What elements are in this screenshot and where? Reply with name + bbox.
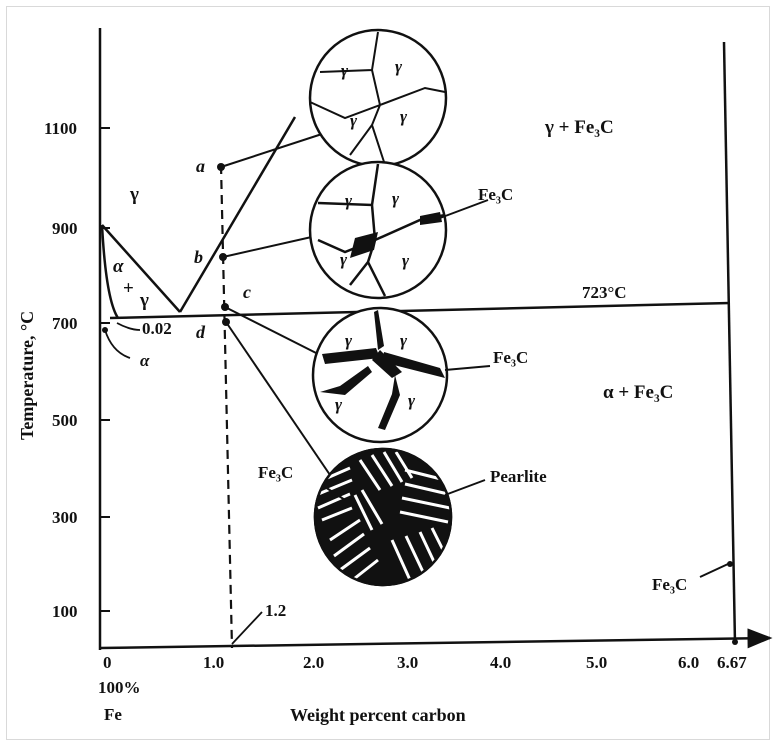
- y-ticks: [100, 127, 110, 612]
- x-axis: [99, 628, 773, 650]
- leader-c: [224, 306, 327, 359]
- gamma-boundary-left: [101, 224, 181, 313]
- fe3c-label-1: Fe₃C: [478, 185, 513, 204]
- region-alpha-gamma-a: α: [113, 256, 124, 277]
- svg-text:γ: γ: [335, 395, 343, 414]
- svg-text:γ: γ: [400, 331, 408, 350]
- eutectoid-comp-leader: [116, 322, 141, 331]
- composition-dashed-line: [219, 164, 234, 649]
- y-tick-1100: 1100: [44, 119, 77, 138]
- x-tick-0: 0: [103, 653, 112, 672]
- point-c: c: [243, 282, 251, 302]
- composition-label: 1.2: [265, 601, 286, 620]
- leader-d: [225, 321, 346, 498]
- svg-text:γ: γ: [345, 191, 353, 210]
- x-tick-5: 5.0: [586, 653, 607, 672]
- fe3c-axis-point: [732, 639, 738, 645]
- comp-leader: [231, 611, 263, 645]
- y-tick-900: 900: [52, 219, 78, 238]
- region-alpha-gamma-g: γ: [139, 290, 149, 311]
- eutectoid-line: [109, 301, 731, 320]
- acm-line: [178, 116, 297, 313]
- fe3c-line-label: Fe₃C: [652, 575, 687, 594]
- y-tick-100: 100: [52, 602, 78, 621]
- x-axis-title: Weight percent carbon: [290, 705, 466, 725]
- micrograph-austenite: γ γ γ γ: [308, 28, 448, 168]
- alpha-leader: [104, 329, 131, 359]
- y-tick-500: 500: [52, 411, 78, 430]
- y-tick-700: 700: [52, 314, 78, 333]
- svg-text:γ: γ: [400, 107, 408, 126]
- alpha-label: α: [140, 351, 150, 370]
- micrograph-gamma-fe3c: γ γ γ γ: [308, 160, 489, 300]
- x-tick-1: 1.0: [203, 653, 224, 672]
- eutectoid-temp-label: 723°C: [582, 283, 627, 302]
- x-tick-4: 4.0: [490, 653, 511, 672]
- x-tick-2: 2.0: [303, 653, 324, 672]
- figure-frame: [6, 6, 770, 740]
- svg-text:γ: γ: [350, 111, 358, 130]
- x-tick-6: 6.0: [678, 653, 699, 672]
- y-tick-300: 300: [52, 508, 78, 527]
- svg-text:γ: γ: [341, 61, 349, 80]
- svg-text:γ: γ: [340, 250, 348, 269]
- fe3c-line-leader: [699, 563, 729, 578]
- point-d: d: [196, 322, 206, 342]
- svg-text:γ: γ: [408, 391, 416, 410]
- point-b: b: [194, 247, 203, 267]
- alpha-solvus: [100, 224, 120, 319]
- x-tick-3: 3.0: [397, 653, 418, 672]
- micrograph-thick-fe3c: γ γ γ γ: [311, 306, 491, 444]
- leader-a: [220, 133, 323, 168]
- region-gamma: γ: [129, 184, 139, 205]
- y-axis-title: Temperature, °C: [17, 311, 37, 440]
- fe3c-label-3: Fe₃C: [258, 463, 293, 482]
- svg-text:γ: γ: [345, 331, 353, 350]
- fe3c-label-2: Fe₃C: [493, 348, 528, 367]
- pearlite-label: Pearlite: [490, 467, 547, 486]
- region-alpha-fe3c: α + Fe₃C: [603, 382, 673, 403]
- origin-percent: 100%: [98, 678, 141, 697]
- fe3c-vertical-line: [722, 41, 737, 645]
- eutectoid-comp-label: 0.02: [142, 319, 172, 338]
- origin-fe: Fe: [104, 705, 122, 724]
- region-gamma-fe3c: γ + Fe₃C: [544, 117, 614, 138]
- region-alpha-gamma-plus: +: [123, 278, 134, 299]
- svg-text:γ: γ: [402, 251, 410, 270]
- svg-text:γ: γ: [395, 57, 403, 76]
- point-a: a: [196, 156, 205, 176]
- x-tick-667: 6.67: [717, 653, 747, 672]
- micrograph-pearlite: [313, 447, 486, 587]
- leader-b: [222, 235, 317, 258]
- svg-text:γ: γ: [392, 189, 400, 208]
